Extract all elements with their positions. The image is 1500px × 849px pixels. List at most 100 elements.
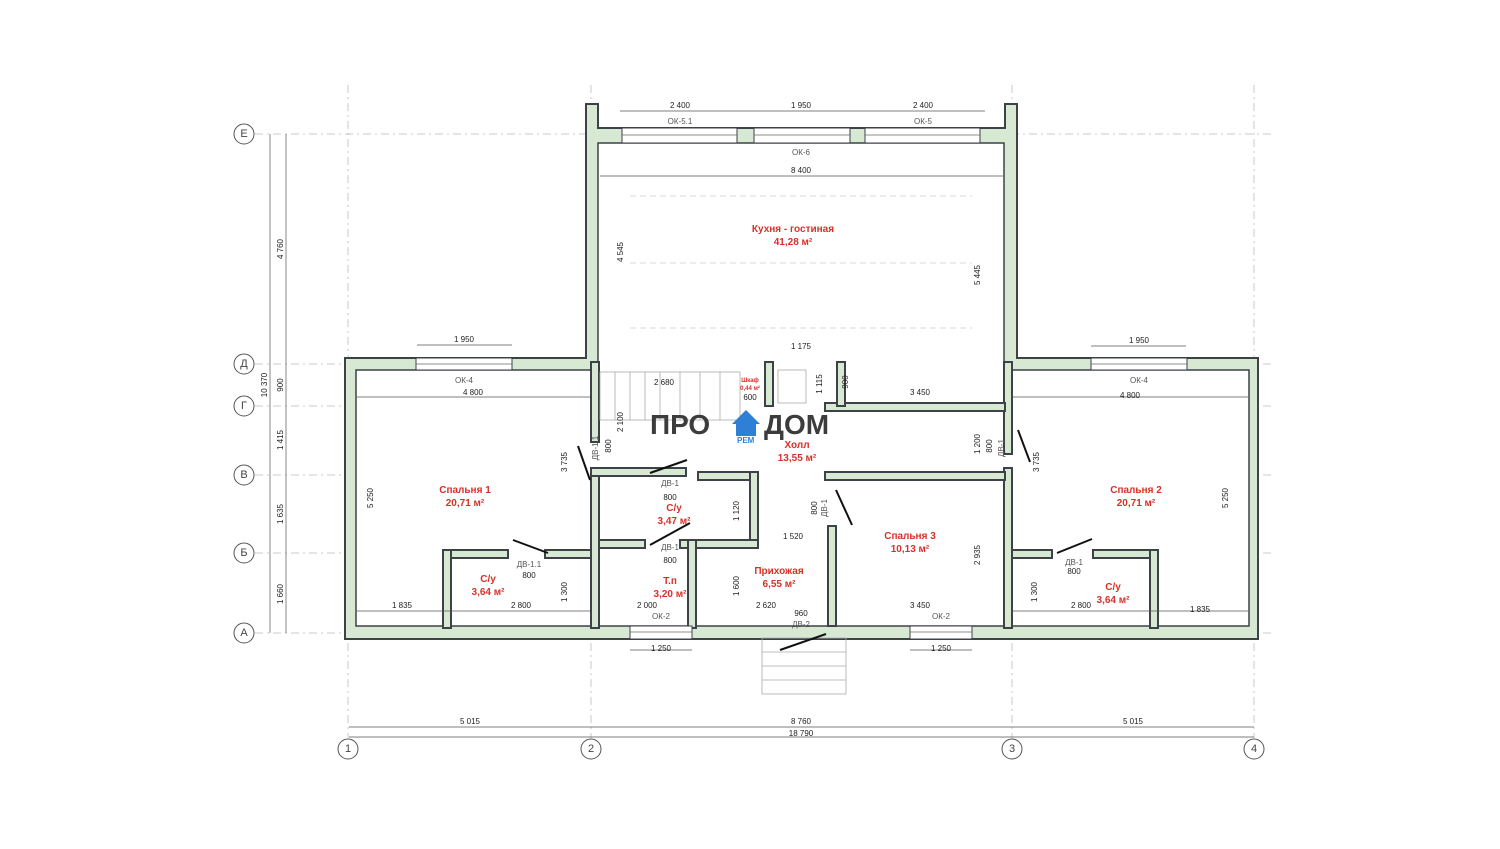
room-bath-left-area: 3,64 м² — [472, 587, 506, 598]
door-dv1-a-label: ДВ-1 — [661, 479, 679, 488]
dim-1120: 1 120 — [732, 500, 741, 521]
room-closet-area: 0,44 м² — [740, 385, 760, 392]
dim-1250-left: 1 250 — [651, 644, 672, 653]
dim-4545: 4 545 — [616, 241, 625, 262]
dim-4800-right: 4 800 — [1120, 391, 1141, 400]
dim-1175: 1 175 — [791, 342, 812, 351]
room-bedroom2-area: 20,71 м² — [1117, 498, 1156, 509]
logo-text-pro: ПРО — [650, 409, 710, 440]
axis-label-1: 1 — [345, 743, 351, 755]
axis-label-4: 4 — [1251, 743, 1257, 755]
axis-label-b: Б — [240, 547, 247, 559]
room-closet-name: Шкаф — [741, 377, 759, 384]
window-ok2-right-label: ОК-2 — [932, 612, 951, 621]
windows — [415, 127, 1188, 640]
dim-2800-left: 2 800 — [511, 601, 532, 610]
room-bedroom3-name: Спальня 3 — [884, 531, 936, 542]
room-labels: Кухня - гостиная 41,28 м² Холл 13,55 м² … — [439, 224, 1162, 606]
room-utility-area: 3,20 м² — [654, 589, 688, 600]
dim-2680: 2 680 — [654, 378, 675, 387]
dim-800-f: 800 — [522, 571, 536, 580]
axis-label-d: Д — [240, 358, 248, 370]
window-ok2-left-label: ОК-2 — [652, 612, 671, 621]
dim-1950-right: 1 950 — [1129, 336, 1150, 345]
dim-3450-top: 3 450 — [910, 388, 931, 397]
dim-v4760: 4 760 — [276, 238, 285, 259]
dim-800-c: 800 — [663, 493, 677, 502]
dim-3450-bottom: 3 450 — [910, 601, 931, 610]
room-kitchen-area: 41,28 м² — [774, 237, 813, 248]
axis-markers: Е Д Г В Б А 1 2 3 4 — [233, 123, 1265, 760]
dim-v10370: 10 370 — [260, 372, 269, 397]
dim-2100: 2 100 — [616, 411, 625, 432]
axis-label-3: 3 — [1009, 743, 1015, 755]
room-bedroom3-area: 10,13 м² — [891, 544, 930, 555]
kitchen-guides — [630, 195, 972, 329]
dim-4800-left: 4 800 — [463, 388, 484, 397]
dim-900-a: 900 — [841, 375, 850, 389]
door-dv1-e-label: ДВ-1 — [1065, 558, 1083, 567]
room-bath-center-name: С/у — [666, 503, 682, 514]
room-hall-area: 13,55 м² — [778, 453, 817, 464]
dimension-texts: 2 400 1 950 2 400 8 400 4 545 5 445 1 95… — [260, 101, 1230, 738]
doors — [512, 429, 1093, 651]
axis-label-2: 2 — [588, 743, 594, 755]
room-entry-name: Прихожая — [754, 566, 804, 577]
dim-1950-left: 1 950 — [454, 335, 475, 344]
room-bath-left-name: С/у — [480, 574, 496, 585]
dim-8760: 8 760 — [791, 717, 812, 726]
dim-8400: 8 400 — [791, 166, 812, 175]
dim-5015-right: 5 015 — [1123, 717, 1144, 726]
dim-v1635: 1 635 — [276, 503, 285, 524]
exterior-walls — [344, 103, 1259, 640]
window-ok51-label: ОК-5.1 — [668, 117, 693, 126]
room-kitchen-name: Кухня - гостиная — [752, 224, 834, 235]
dim-1300-left: 1 300 — [560, 581, 569, 602]
dim-5015-left: 5 015 — [460, 717, 481, 726]
door-dv1-b-label: ДВ-1 — [661, 543, 679, 552]
room-bath-right-name: С/у — [1105, 582, 1121, 593]
logo-text-dom: ДОМ — [764, 409, 829, 440]
dim-3735-left: 3 735 — [560, 451, 569, 472]
dim-1520: 1 520 — [783, 532, 804, 541]
dim-5250-left: 5 250 — [366, 487, 375, 508]
door-dv1-d-label: ДВ-1 — [820, 499, 829, 517]
dim-960: 960 — [794, 609, 808, 618]
axis-label-a: А — [240, 627, 248, 639]
dim-5250-right: 5 250 — [1221, 487, 1230, 508]
dim-2935: 2 935 — [973, 544, 982, 565]
dim-1200: 1 200 — [973, 433, 982, 454]
window-ok6-label: ОК-6 — [792, 148, 811, 157]
dim-1835-left: 1 835 — [392, 601, 413, 610]
axis-label-g: Г — [241, 400, 247, 412]
room-hall-name: Холл — [784, 440, 809, 451]
house-icon — [732, 410, 760, 436]
dim-1835-right: 1 835 — [1190, 605, 1211, 614]
dim-800-d: 800 — [663, 556, 677, 565]
dim-800-g: 800 — [1067, 567, 1081, 576]
dim-3735-right: 3 735 — [1032, 451, 1041, 472]
room-bedroom1-area: 20,71 м² — [446, 498, 485, 509]
room-bedroom1-name: Спальня 1 — [439, 485, 491, 496]
axis-label-v: В — [240, 469, 247, 481]
dim-18790: 18 790 — [789, 729, 814, 738]
stairs — [599, 369, 847, 695]
window-ok5-label: ОК-5 — [914, 117, 933, 126]
opening-labels: ОК-5.1 ОК-5 ОК-6 ОК-4 ОК-4 ОК-2 ОК-2 ДВ-… — [455, 117, 1149, 629]
dim-2620: 2 620 — [756, 601, 777, 610]
interior-walls — [442, 361, 1159, 629]
dim-v900: 900 — [276, 378, 285, 392]
room-bath-center-area: 3,47 м² — [658, 516, 692, 527]
dim-top1: 2 400 — [670, 101, 691, 110]
room-bedroom2-name: Спальня 2 — [1110, 485, 1162, 496]
room-bath-right-area: 3,64 м² — [1097, 595, 1131, 606]
dim-top3: 2 400 — [913, 101, 934, 110]
dim-v1660: 1 660 — [276, 583, 285, 604]
room-entry-area: 6,55 м² — [763, 579, 797, 590]
logo-text-rem: РЕМ — [737, 436, 755, 445]
dim-600: 600 — [743, 393, 757, 402]
door-dv2-label: ДВ-2 — [792, 620, 810, 629]
axis-label-e: Е — [240, 128, 247, 140]
company-logo: ПРО РЕМ ДОМ — [650, 409, 829, 445]
